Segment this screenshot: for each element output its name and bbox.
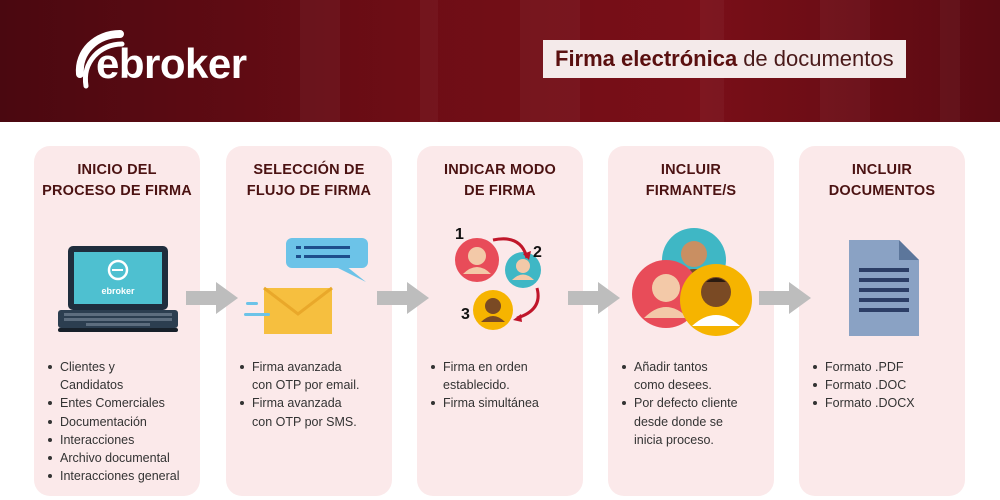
step-card-3: INDICAR MODO DE FIRMA 1 2 3 Firma en ord… xyxy=(417,146,583,496)
list-item: Firma avanzada xyxy=(238,394,398,412)
ebroker-logo-icon xyxy=(75,30,125,89)
list-item: con OTP por SMS. xyxy=(252,414,357,429)
step-card-1: INICIO DEL PROCESO DE FIRMA ebroker Clie… xyxy=(34,146,200,496)
arrow-right-icon xyxy=(377,282,429,314)
title-bold: Firma electrónica xyxy=(555,46,738,71)
step-list: Firma en orden establecido. Firma simult… xyxy=(429,358,589,413)
arrow-right-icon xyxy=(759,282,811,314)
list-item: Firma simultánea xyxy=(429,394,589,412)
step-card-4: INCLUIR FIRMANTE/S Añadir tantos como de… xyxy=(608,146,774,496)
step-card-5: INCLUIR DOCUMENTOS Formato .PDF Formato … xyxy=(799,146,965,496)
list-item: Entes Comerciales xyxy=(46,394,206,412)
arrow-right-icon xyxy=(186,282,238,314)
order-number-3: 3 xyxy=(461,306,470,323)
list-item: Formato .DOCX xyxy=(811,394,971,412)
laptop-screen-brand: ebroker xyxy=(101,286,135,296)
step-title: INICIO DEL PROCESO DE FIRMA xyxy=(42,162,192,199)
signers-group-icon xyxy=(632,228,752,336)
step-title: SELECCIÓN DE FLUJO DE FIRMA xyxy=(246,162,372,199)
laptop-icon: ebroker xyxy=(58,246,178,332)
list-item: Interacciones xyxy=(46,431,206,449)
list-item: Archivo documental xyxy=(46,449,206,467)
arrow-right-icon xyxy=(568,282,620,314)
step-title: INCLUIR DOCUMENTOS xyxy=(828,162,936,199)
list-item: como desees. xyxy=(634,378,712,393)
step-list: Clientes y Candidatos Entes Comerciales … xyxy=(46,358,206,485)
list-item: Interacciones general xyxy=(46,467,206,485)
order-number-1: 1 xyxy=(455,226,464,243)
step-card-2: SELECCIÓN DE FLUJO DE FIRMA Firma avanza… xyxy=(226,146,392,496)
page-title: Firma electrónica de documentos xyxy=(543,40,906,78)
document-icon xyxy=(849,240,919,336)
step-title: INCLUIR FIRMANTE/S xyxy=(645,162,737,199)
title-rest: de documentos xyxy=(743,46,894,71)
step-title: INDICAR MODO DE FIRMA xyxy=(444,162,556,199)
list-item: Añadir tantos xyxy=(620,358,780,376)
order-number-2: 2 xyxy=(533,244,542,261)
step-list: Formato .PDF Formato .DOC Formato .DOCX xyxy=(811,358,971,413)
list-item: inicia proceso. xyxy=(634,432,714,447)
list-item: desde donde se xyxy=(634,414,723,429)
list-item: Documentación xyxy=(46,413,206,431)
list-item: Formato .DOC xyxy=(811,376,971,394)
envelope-chat-icon xyxy=(244,238,368,334)
list-item: Formato .PDF xyxy=(811,358,971,376)
list-item: Por defecto cliente xyxy=(620,394,780,412)
list-item: Firma avanzada xyxy=(238,358,398,376)
step-list: Añadir tantos como desees. Por defecto c… xyxy=(620,358,780,449)
header-banner: ebroker Firma electrónica de documentos xyxy=(0,0,1000,122)
list-item: establecido. xyxy=(443,378,510,393)
list-item: con OTP por email. xyxy=(252,378,360,393)
signing-order-icon xyxy=(455,237,541,330)
list-item: Firma en orden xyxy=(429,358,589,376)
step-list: Firma avanzada con OTP por email. Firma … xyxy=(238,358,398,431)
list-item: Clientes y xyxy=(46,358,206,376)
brand-name: ebroker xyxy=(96,40,247,87)
list-item: Candidatos xyxy=(60,378,124,393)
